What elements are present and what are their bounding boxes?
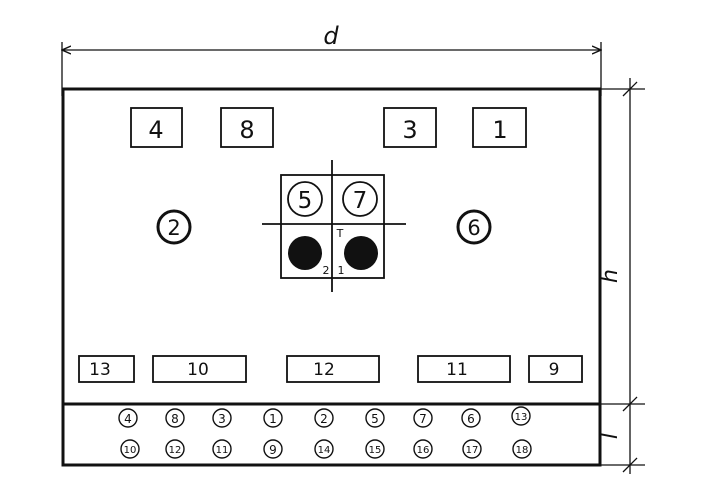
legend-circle [263, 408, 283, 428]
top-box-label: 1 [492, 116, 507, 144]
legend-item-label: 10 [124, 445, 137, 456]
dimension-h-l: h l [595, 78, 645, 474]
bottom-boxes: 13 10 12 11 9 [78, 355, 583, 383]
legend-circle [212, 408, 232, 428]
bottom-box-13 [78, 355, 135, 383]
legend-circle [512, 439, 532, 459]
grid-mark-top: T [336, 227, 344, 240]
tick-middle [622, 396, 638, 412]
outer-frame [61, 87, 602, 467]
bottom-box-10 [152, 355, 247, 383]
circle-2 [156, 209, 192, 245]
top-box-label: 4 [148, 116, 163, 144]
legend-circle [263, 439, 283, 459]
bottom-box-11 [417, 355, 511, 383]
top-box-label: 3 [402, 116, 417, 144]
legend-item-label: 5 [371, 412, 379, 426]
grid-cell-label: 7 [353, 188, 368, 214]
grid-cell-label: 5 [298, 188, 313, 214]
center-grid: 5 7 T 2 1 [262, 160, 406, 292]
tick-top [622, 81, 638, 97]
top-boxes: 4 8 3 1 [130, 107, 527, 148]
legend-item-label: 7 [419, 412, 427, 426]
grid-mark-right: 1 [338, 264, 345, 277]
legend-circle [462, 439, 482, 459]
legend-item-label: 17 [466, 445, 479, 456]
legend-circle [365, 439, 385, 459]
legend-circle [118, 408, 138, 428]
bottom-box-12 [286, 355, 380, 383]
filled-dot-right [344, 236, 378, 270]
circle-label: 2 [167, 216, 180, 240]
dimension-label-d: d [323, 22, 339, 50]
legend-circle [120, 439, 140, 459]
legend-circle [165, 408, 185, 428]
legend-circle [511, 406, 531, 426]
legend-item-label: 15 [369, 445, 382, 456]
grid-circle-5 [287, 181, 323, 217]
legend-item-label: 6 [467, 412, 475, 426]
legend-item-label: 3 [218, 412, 226, 426]
circle-6 [456, 209, 492, 245]
legend-row-2: 10 12 11 9 14 15 16 17 18 [120, 439, 532, 459]
top-box-3 [383, 107, 437, 148]
side-circles: 2 6 [156, 209, 492, 245]
legend-item-label: 14 [318, 445, 331, 456]
top-box-4 [130, 107, 183, 148]
legend-item-label: 8 [171, 412, 179, 426]
filled-dot-left [288, 236, 322, 270]
dimension-d: d [62, 22, 601, 96]
legend-circle [413, 408, 433, 428]
circle-label: 6 [467, 216, 480, 240]
legend-circle [165, 439, 185, 459]
top-box-8 [220, 107, 274, 148]
legend-circle [314, 439, 334, 459]
bottom-box-label: 11 [446, 360, 468, 380]
legend-row-1: 4 8 3 1 2 5 7 6 13 [118, 406, 531, 428]
bottom-box-label: 12 [313, 360, 335, 380]
tick-bottom [622, 457, 638, 473]
legend-item-label: 16 [417, 445, 430, 456]
legend-circle [461, 408, 481, 428]
dimension-label-h: h [598, 269, 623, 283]
grid-circle-7 [342, 181, 378, 217]
legend-circle [365, 408, 385, 428]
legend-item-label: 1 [269, 412, 277, 426]
legend-circle [413, 439, 433, 459]
legend-item-label: 13 [515, 412, 528, 423]
legend-circle [212, 439, 232, 459]
legend-item-label: 2 [320, 412, 328, 426]
top-box-1 [472, 107, 527, 148]
bottom-box-label: 10 [187, 360, 209, 380]
bottom-box-9 [528, 355, 583, 383]
dimension-label-l: l [598, 433, 623, 439]
legend-item-label: 12 [169, 445, 182, 456]
top-box-label: 8 [239, 116, 254, 144]
legend-item-label: 11 [216, 445, 229, 456]
legend-item-label: 18 [516, 445, 529, 456]
legend-item-label: 9 [269, 443, 277, 457]
legend-item-label: 4 [124, 412, 132, 426]
grid-mark-left: 2 [323, 264, 330, 277]
bottom-box-label: 13 [89, 360, 111, 380]
bottom-box-label: 9 [549, 360, 560, 380]
legend-circle [314, 408, 334, 428]
